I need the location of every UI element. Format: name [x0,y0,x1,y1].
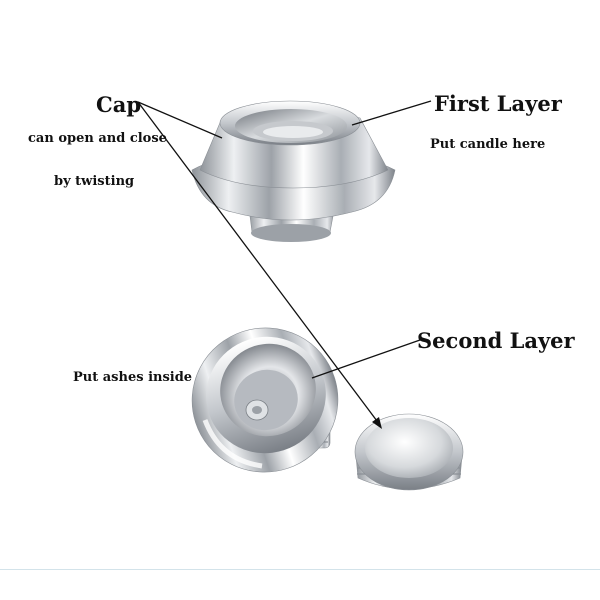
cap-label: Cap [96,92,142,117]
cap-to-first-layer-line [137,101,223,139]
cap-note-line2: by twisting [54,174,135,189]
cap-line-arrowhead [372,417,382,429]
first-layer-line [351,100,432,126]
cap-to-cap-line [137,101,381,426]
cap-part [354,413,464,491]
leader-lines [137,100,432,429]
bottom-divider [0,569,600,570]
first-layer-label: First Layer [434,91,562,116]
cap-note-line1: can open and close [28,131,167,146]
second-layer-label: Second Layer [417,328,575,353]
second-layer-note: Put ashes inside [73,370,193,385]
first-layer-part [191,100,396,242]
second-layer-line [311,339,421,379]
first-layer-note: Put candle here [430,137,546,152]
second-layer-part [191,327,339,473]
